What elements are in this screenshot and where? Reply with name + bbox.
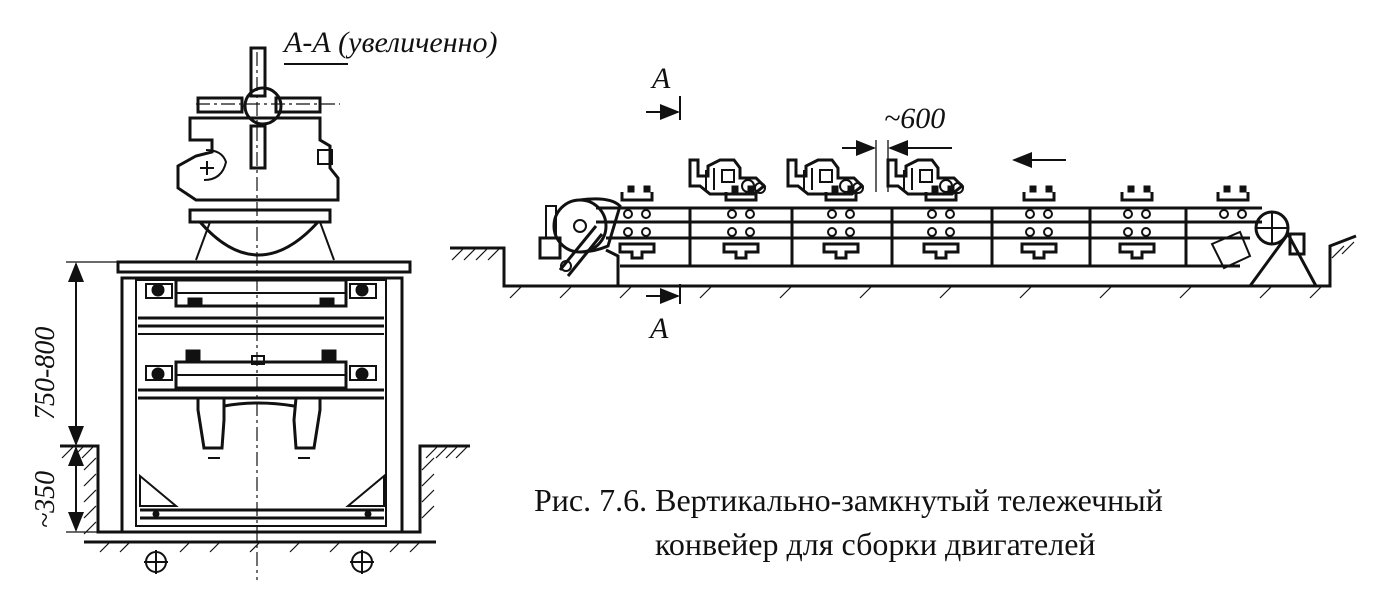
lower-roller-assembly (145, 349, 377, 390)
height-dimensions (66, 261, 118, 533)
upper-carriage (1022, 185, 1056, 219)
caption-line-2: конвейер для сборки двигателей (655, 526, 1096, 562)
caption-line-1: Рис. 7.6. Вертикально-замкнутый тележечн… (534, 482, 1163, 518)
lower-carriage (1020, 227, 1058, 260)
upper-carriage (724, 185, 758, 219)
section-title: А-А (увеличенно) (282, 26, 498, 59)
upper-carriage (620, 185, 654, 219)
section-mark-bottom: А (648, 312, 669, 345)
lower-carriage (922, 227, 960, 260)
saddle-plate (188, 208, 332, 224)
support-legs (196, 397, 322, 459)
section-mark-top: А (650, 62, 671, 95)
lower-carriages (618, 227, 1156, 260)
table-plate (116, 260, 412, 274)
carriage-dividers (688, 208, 1188, 266)
saddle-cradle (198, 220, 320, 257)
upper-carriage (1216, 185, 1250, 219)
pitch-dim-label: ~600 (884, 102, 945, 135)
engine-on-carriage (786, 158, 865, 196)
carriage-frame (120, 276, 404, 534)
conveyor-pit (450, 234, 1357, 299)
lower-carriage (618, 227, 656, 260)
dim-lower-label: ~350 (30, 471, 61, 528)
drive-station (538, 197, 622, 286)
gusset-left (139, 473, 179, 507)
dim-upper-label: 750-800 (30, 327, 61, 420)
upper-carriage (1120, 185, 1154, 219)
upper-roller-assembly (145, 278, 377, 308)
engines-on-conveyor (688, 158, 965, 196)
bottom-wheels (144, 550, 374, 574)
engine-on-carriage (886, 158, 965, 196)
lower-carriage (722, 227, 760, 260)
upper-carriages (620, 185, 1250, 219)
lower-carriage (822, 227, 860, 260)
engine-body (176, 116, 340, 202)
section-view: А-А (увеличенно) (30, 26, 498, 580)
tension-station (1210, 210, 1318, 287)
engine-on-carriage (688, 158, 767, 196)
lower-carriage (1118, 227, 1156, 260)
cross-handle (196, 46, 322, 170)
gusset-right (345, 473, 385, 507)
conveyor-view: А А ~600 (450, 62, 1357, 345)
